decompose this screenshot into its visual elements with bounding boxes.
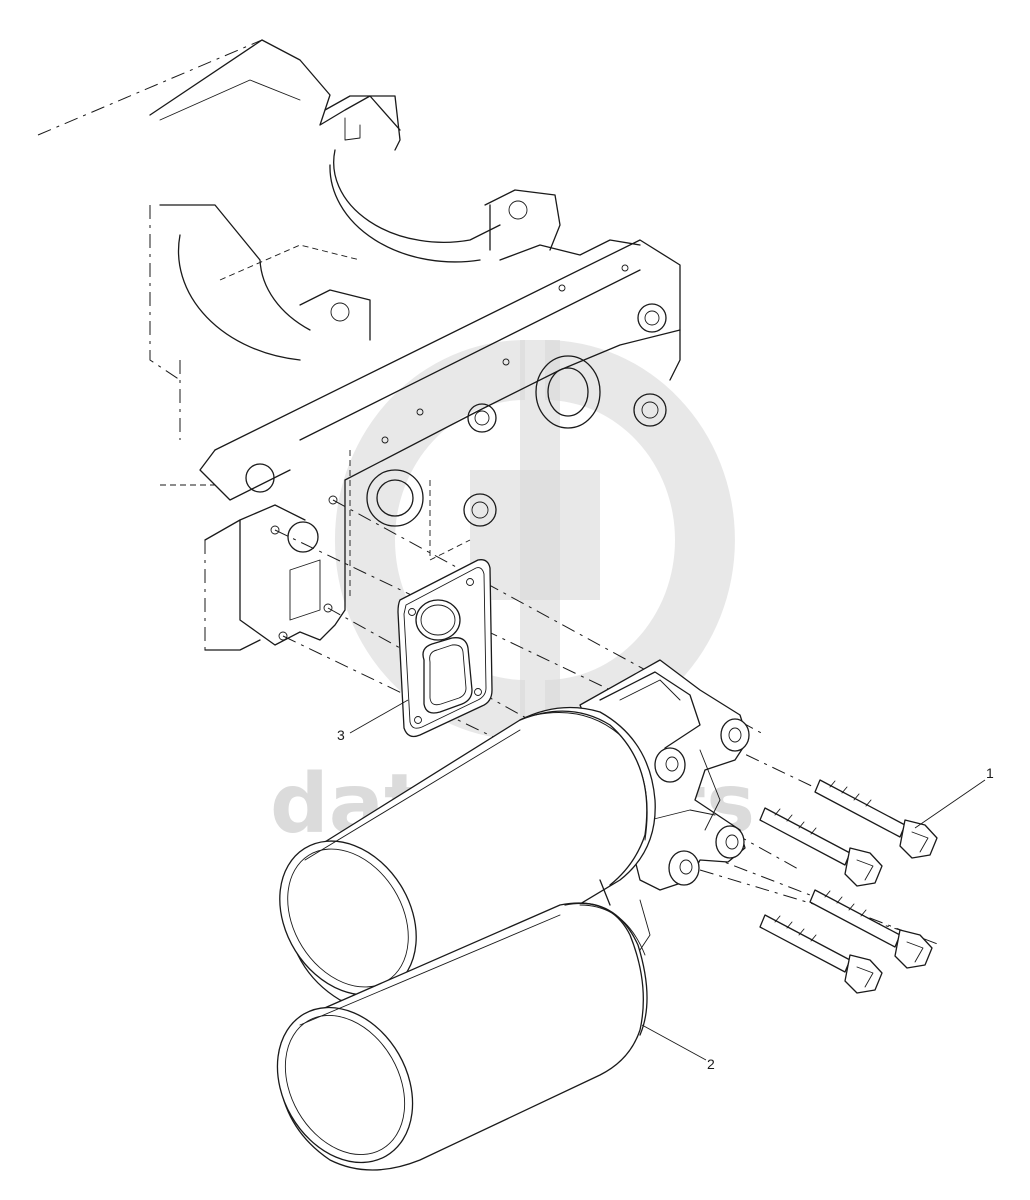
callout-3: 3 [337,699,409,743]
watermark-logo [334,339,735,740]
leader-line-1 [914,779,986,829]
leader-line-3 [349,699,409,734]
leader-line-2 [641,1024,707,1061]
callout-1: 1 [914,765,994,829]
callout-2: 2 [641,1024,715,1072]
gasket-part-3 [397,559,493,738]
bolts-part-1 [759,779,938,994]
callout-label-1: 1 [986,765,994,781]
bolt-b [759,807,883,887]
bolt-c [809,889,933,969]
bolt-a [814,779,938,859]
bolt-d [759,914,883,994]
engine-block [37,39,681,651]
callout-label-2: 2 [707,1056,715,1072]
callout-label-3: 3 [337,727,345,743]
oil-filter-assembly-part-2 [276,659,750,1171]
